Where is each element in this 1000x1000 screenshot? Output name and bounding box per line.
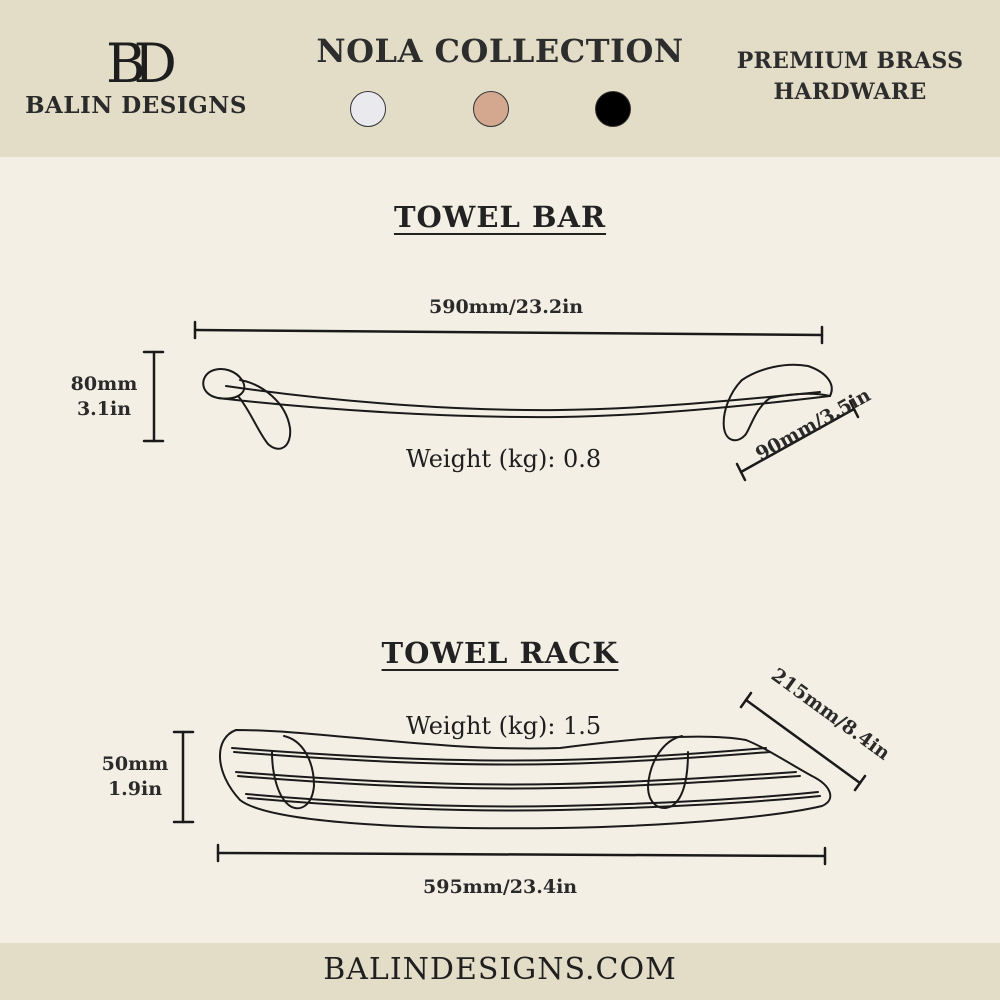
brand-name: BALIN DESIGNS <box>25 92 247 119</box>
towel-rack-height-in: 1.9in <box>107 778 163 800</box>
towel-bar-weight: Weight (kg): 0.8 <box>406 445 602 473</box>
towel-bar-height-label: 80mm 3.1in <box>64 372 144 422</box>
towel-rack-length-dimension-line <box>216 843 827 866</box>
towel-bar-length-label: 590mm/23.2in <box>429 296 584 318</box>
towel-rack-height-dimension-line <box>172 730 195 824</box>
footer-banner <box>0 943 1000 1000</box>
tagline-line-1: PREMIUM BRASS <box>736 48 964 74</box>
towel-rack-length-label: 595mm/23.4in <box>423 876 578 898</box>
towel-bar-title: TOWEL BAR <box>300 200 700 234</box>
collection-title: NOLA COLLECTION <box>316 32 684 70</box>
finish-swatch-black[interactable] <box>595 91 631 127</box>
towel-rack-title: TOWEL RACK <box>300 636 700 670</box>
towel-rack-title-text: TOWEL RACK <box>381 636 619 670</box>
towel-bar-height-in: 3.1in <box>76 398 132 420</box>
website-link[interactable]: BALINDESIGNS.COM <box>323 952 677 987</box>
towel-bar-title-text: TOWEL BAR <box>393 200 607 234</box>
towel-bar-length-dimension-line <box>193 320 824 345</box>
towel-bar-depth-dimension-line <box>735 399 860 482</box>
header-banner <box>0 0 1000 157</box>
towel-bar-height-dimension-line <box>142 350 165 443</box>
tagline-line-2: HARDWARE <box>773 79 927 105</box>
logo-monogram-icon: BD <box>106 32 176 88</box>
towel-rack-weight: Weight (kg): 1.5 <box>406 712 602 740</box>
towel-rack-height-label: 50mm 1.9in <box>95 752 175 802</box>
finish-swatch-rose-gold[interactable] <box>473 91 509 127</box>
tagline: PREMIUM BRASS HARDWARE <box>720 46 980 108</box>
towel-bar-height-mm: 80mm <box>70 373 138 395</box>
towel-rack-drawing <box>219 729 832 830</box>
towel-rack-depth-dimension-line <box>739 691 867 792</box>
finish-swatch-white[interactable] <box>350 91 386 127</box>
towel-bar-drawing <box>202 363 833 450</box>
towel-rack-height-mm: 50mm <box>101 753 169 775</box>
svg-text:BD: BD <box>106 32 175 88</box>
